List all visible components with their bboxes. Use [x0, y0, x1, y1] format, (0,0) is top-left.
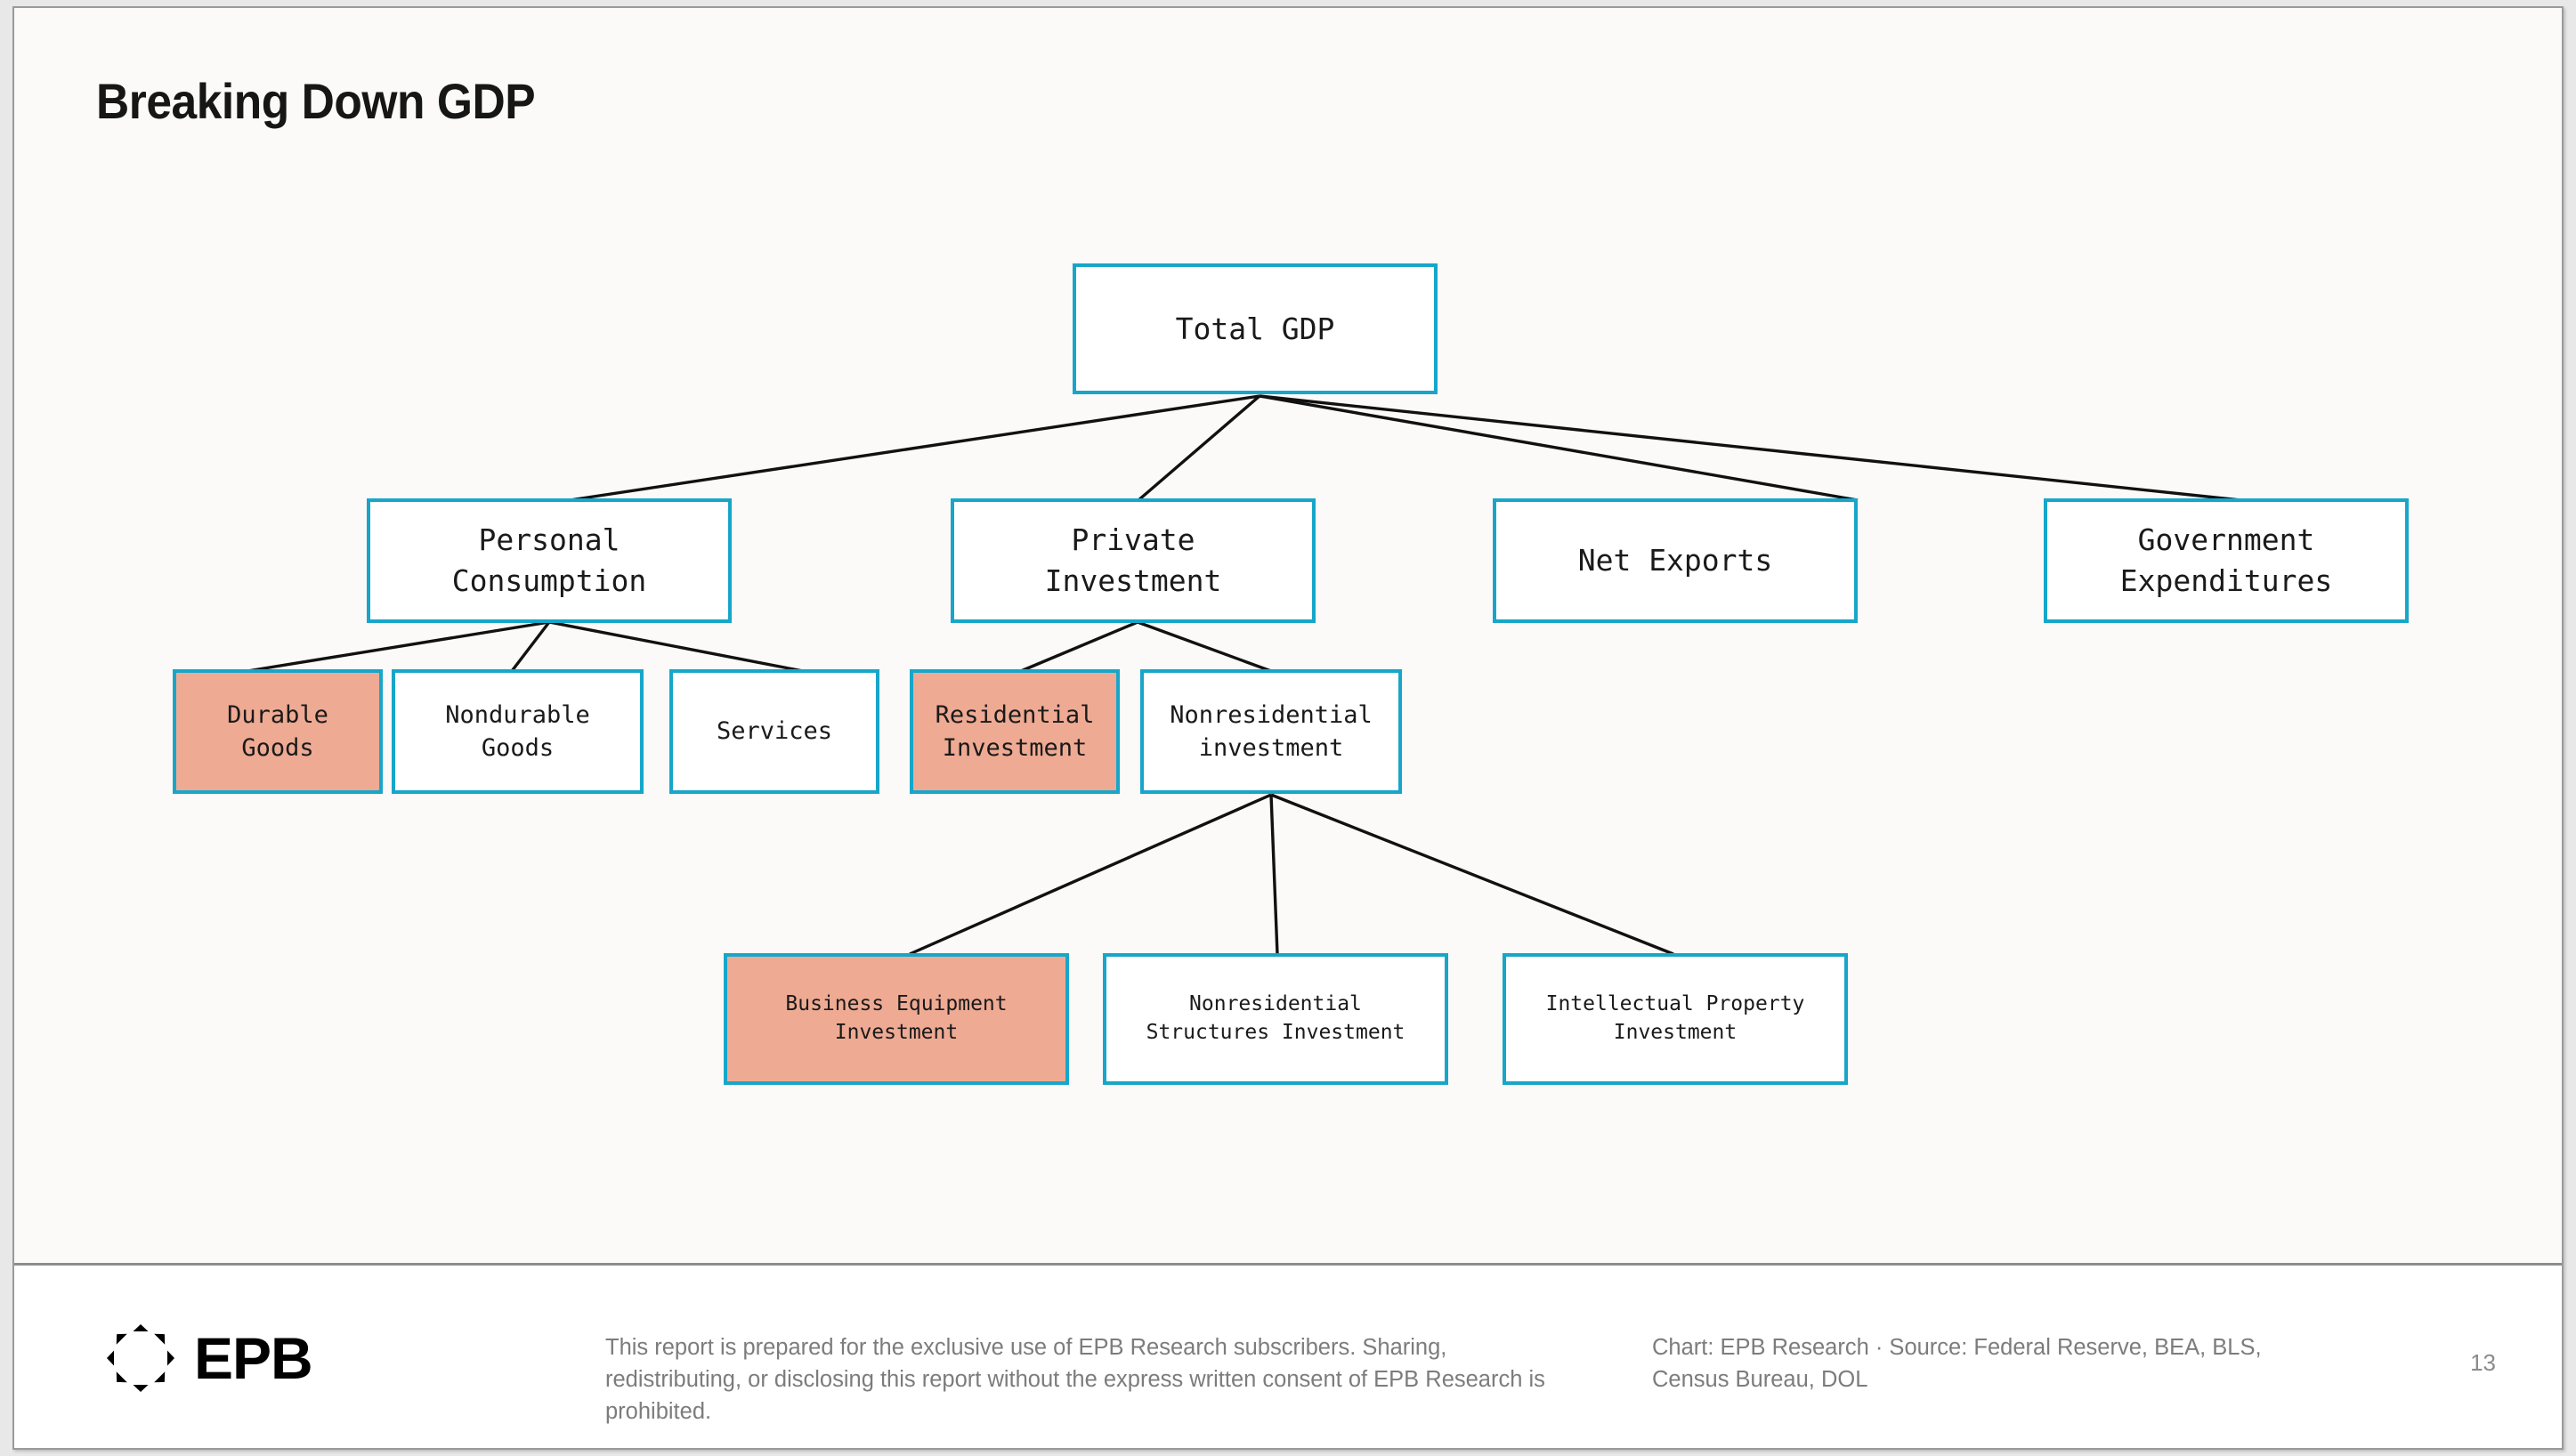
node-total-gdp[interactable]: Total GDP: [1073, 263, 1438, 394]
page-title: Breaking Down GDP: [96, 73, 536, 129]
node-label: Durable Goods: [227, 700, 328, 762]
footer-disclaimer: This report is prepared for the exclusiv…: [605, 1335, 1545, 1425]
node-label: Personal Consumption: [451, 522, 647, 598]
edge-nonresidential-investment-to-business-equipment-investment: [909, 793, 1272, 956]
edge-total-gdp-to-personal-consumption: [569, 394, 1260, 502]
edge-nonresidential-investment-to-nonresidential-structures-investment: [1269, 794, 1279, 955]
node-nonresidential-structures-investment[interactable]: Nonresidential Structures Investment: [1103, 953, 1448, 1085]
node-services[interactable]: Services: [669, 669, 879, 794]
slide-footer: EPB This report is prepared for the excl…: [14, 1263, 2562, 1448]
footer-attribution: Chart: EPB Research · Source: Federal Re…: [1652, 1335, 2262, 1393]
node-label: Nonresidential Structures Investment: [1146, 992, 1405, 1044]
node-label: Net Exports: [1577, 543, 1773, 578]
node-label: Total GDP: [1175, 311, 1335, 346]
edge-total-gdp-to-net-exports: [1259, 394, 1859, 502]
node-nondurable-goods[interactable]: Nondurable Goods: [392, 669, 644, 794]
edge-total-gdp-to-government-expenditures: [1259, 394, 2241, 502]
node-residential-investment[interactable]: Residential Investment: [910, 669, 1120, 794]
node-label: Private Investment: [1044, 522, 1222, 598]
node-private-investment[interactable]: Private Investment: [951, 498, 1316, 623]
node-label: Residential Investment: [935, 700, 1095, 762]
gdp-breakdown-diagram: Total GDP Personal Consumption Private Inv…: [14, 8, 2562, 1263]
node-label: Government Expenditures: [2119, 522, 2333, 598]
edge-personal-consumption-to-services: [548, 620, 804, 673]
node-label: Nondurable Goods: [445, 700, 590, 762]
node-business-equipment-investment[interactable]: Business Equipment Investment: [724, 953, 1069, 1085]
slide: Breaking Down GDP Total GDP Personal Cons…: [12, 6, 2564, 1450]
node-label: Services: [716, 717, 833, 746]
epb-logo-text: EPB: [194, 1325, 313, 1391]
node-label: Nonresidential investment: [1170, 700, 1373, 762]
page-number: 13: [2470, 1349, 2496, 1376]
edge-total-gdp-to-private-investment: [1137, 394, 1261, 502]
edge-private-investment-to-nonresidential-investment: [1137, 620, 1272, 673]
node-intellectual-property-investment[interactable]: Intellectual Property Investment: [1503, 953, 1848, 1085]
node-net-exports[interactable]: Net Exports: [1493, 498, 1858, 623]
edge-nonresidential-investment-to-intellectual-property-investment: [1270, 793, 1674, 956]
epb-logo: EPB: [103, 1321, 313, 1395]
node-personal-consumption[interactable]: Personal Consumption: [367, 498, 732, 623]
node-durable-goods[interactable]: Durable Goods: [173, 669, 383, 794]
edge-personal-consumption-to-nondurable-goods: [510, 620, 551, 673]
node-nonresidential-investment[interactable]: Nonresidential investment: [1140, 669, 1402, 794]
node-label: Business Equipment Investment: [785, 992, 1008, 1044]
edge-private-investment-to-residential-investment: [1020, 620, 1138, 673]
node-label: Intellectual Property Investment: [1545, 992, 1805, 1044]
edge-personal-consumption-to-durable-goods: [247, 620, 550, 673]
node-government-expenditures[interactable]: Government Expenditures: [2044, 498, 2409, 623]
epb-starburst-logo-icon: [103, 1321, 178, 1395]
